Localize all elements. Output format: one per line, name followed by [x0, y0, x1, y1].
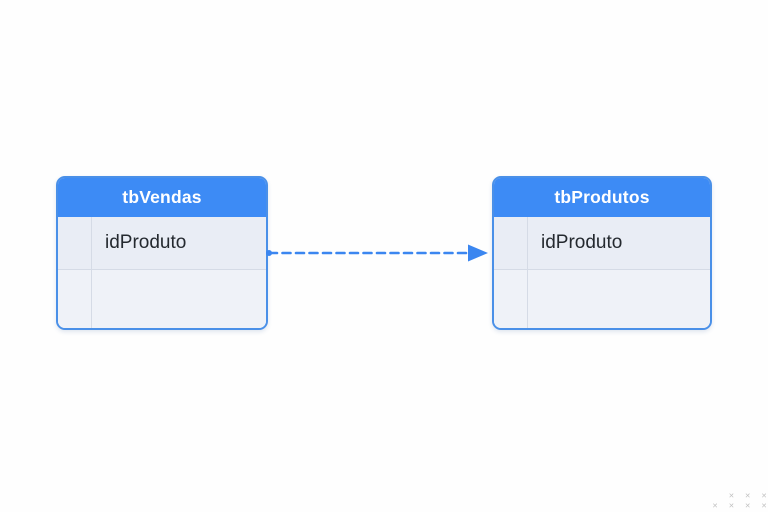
table-tbvendas[interactable]: tbVendas idProduto	[56, 176, 268, 330]
watermark-mark: ✕	[728, 492, 735, 500]
watermark-mark: ✕	[712, 502, 719, 510]
watermark: ✕ ✕ ✕ ✕ ✕ ✕ ✕	[706, 490, 767, 510]
field-name: idProduto	[105, 232, 187, 253]
row-gutter	[494, 270, 528, 328]
table-tbprodutos-empty-row[interactable]	[494, 269, 710, 328]
row-gutter	[58, 270, 92, 328]
field-name: idProduto	[541, 232, 623, 253]
field-name	[92, 270, 266, 328]
watermark-row: ✕ ✕ ✕ ✕	[706, 500, 767, 510]
watermark-row: ✕ ✕ ✕	[722, 490, 767, 500]
table-tbvendas-row-idproduto[interactable]: idProduto	[58, 217, 266, 269]
table-tbprodutos[interactable]: tbProdutos idProduto	[492, 176, 712, 330]
table-tbprodutos-title: tbProdutos	[494, 178, 710, 217]
relationship-arrow[interactable]	[262, 241, 498, 265]
watermark-mark: ✕	[761, 492, 767, 500]
row-gutter	[58, 217, 92, 269]
watermark-mark: ✕	[744, 502, 751, 510]
watermark-mark: ✕	[728, 502, 735, 510]
row-gutter	[494, 217, 528, 269]
table-tbprodutos-row-idproduto[interactable]: idProduto	[494, 217, 710, 269]
table-tbvendas-title: tbVendas	[58, 178, 266, 217]
watermark-mark: ✕	[761, 502, 767, 510]
table-tbvendas-empty-row[interactable]	[58, 269, 266, 328]
field-name	[528, 270, 710, 328]
watermark-mark: ✕	[744, 492, 751, 500]
arrow-head-icon	[468, 244, 488, 262]
